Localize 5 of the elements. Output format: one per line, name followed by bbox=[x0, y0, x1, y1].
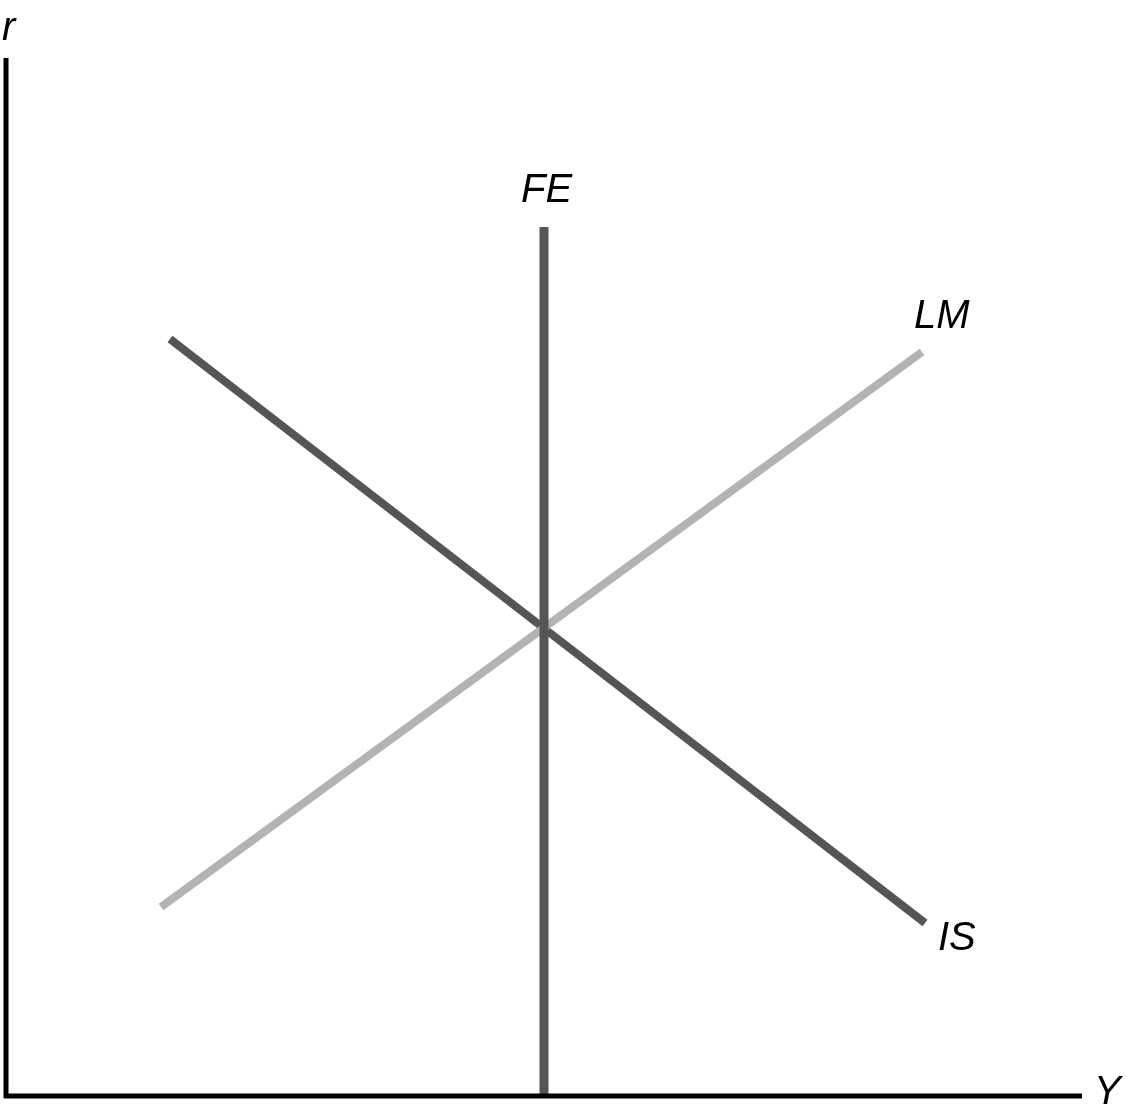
axis-label: Y bbox=[1094, 1068, 1121, 1112]
curve-label: FE bbox=[521, 166, 573, 210]
curve-label: IS bbox=[938, 914, 976, 958]
curve-label: LM bbox=[914, 292, 970, 336]
axis-label: r bbox=[2, 4, 16, 48]
